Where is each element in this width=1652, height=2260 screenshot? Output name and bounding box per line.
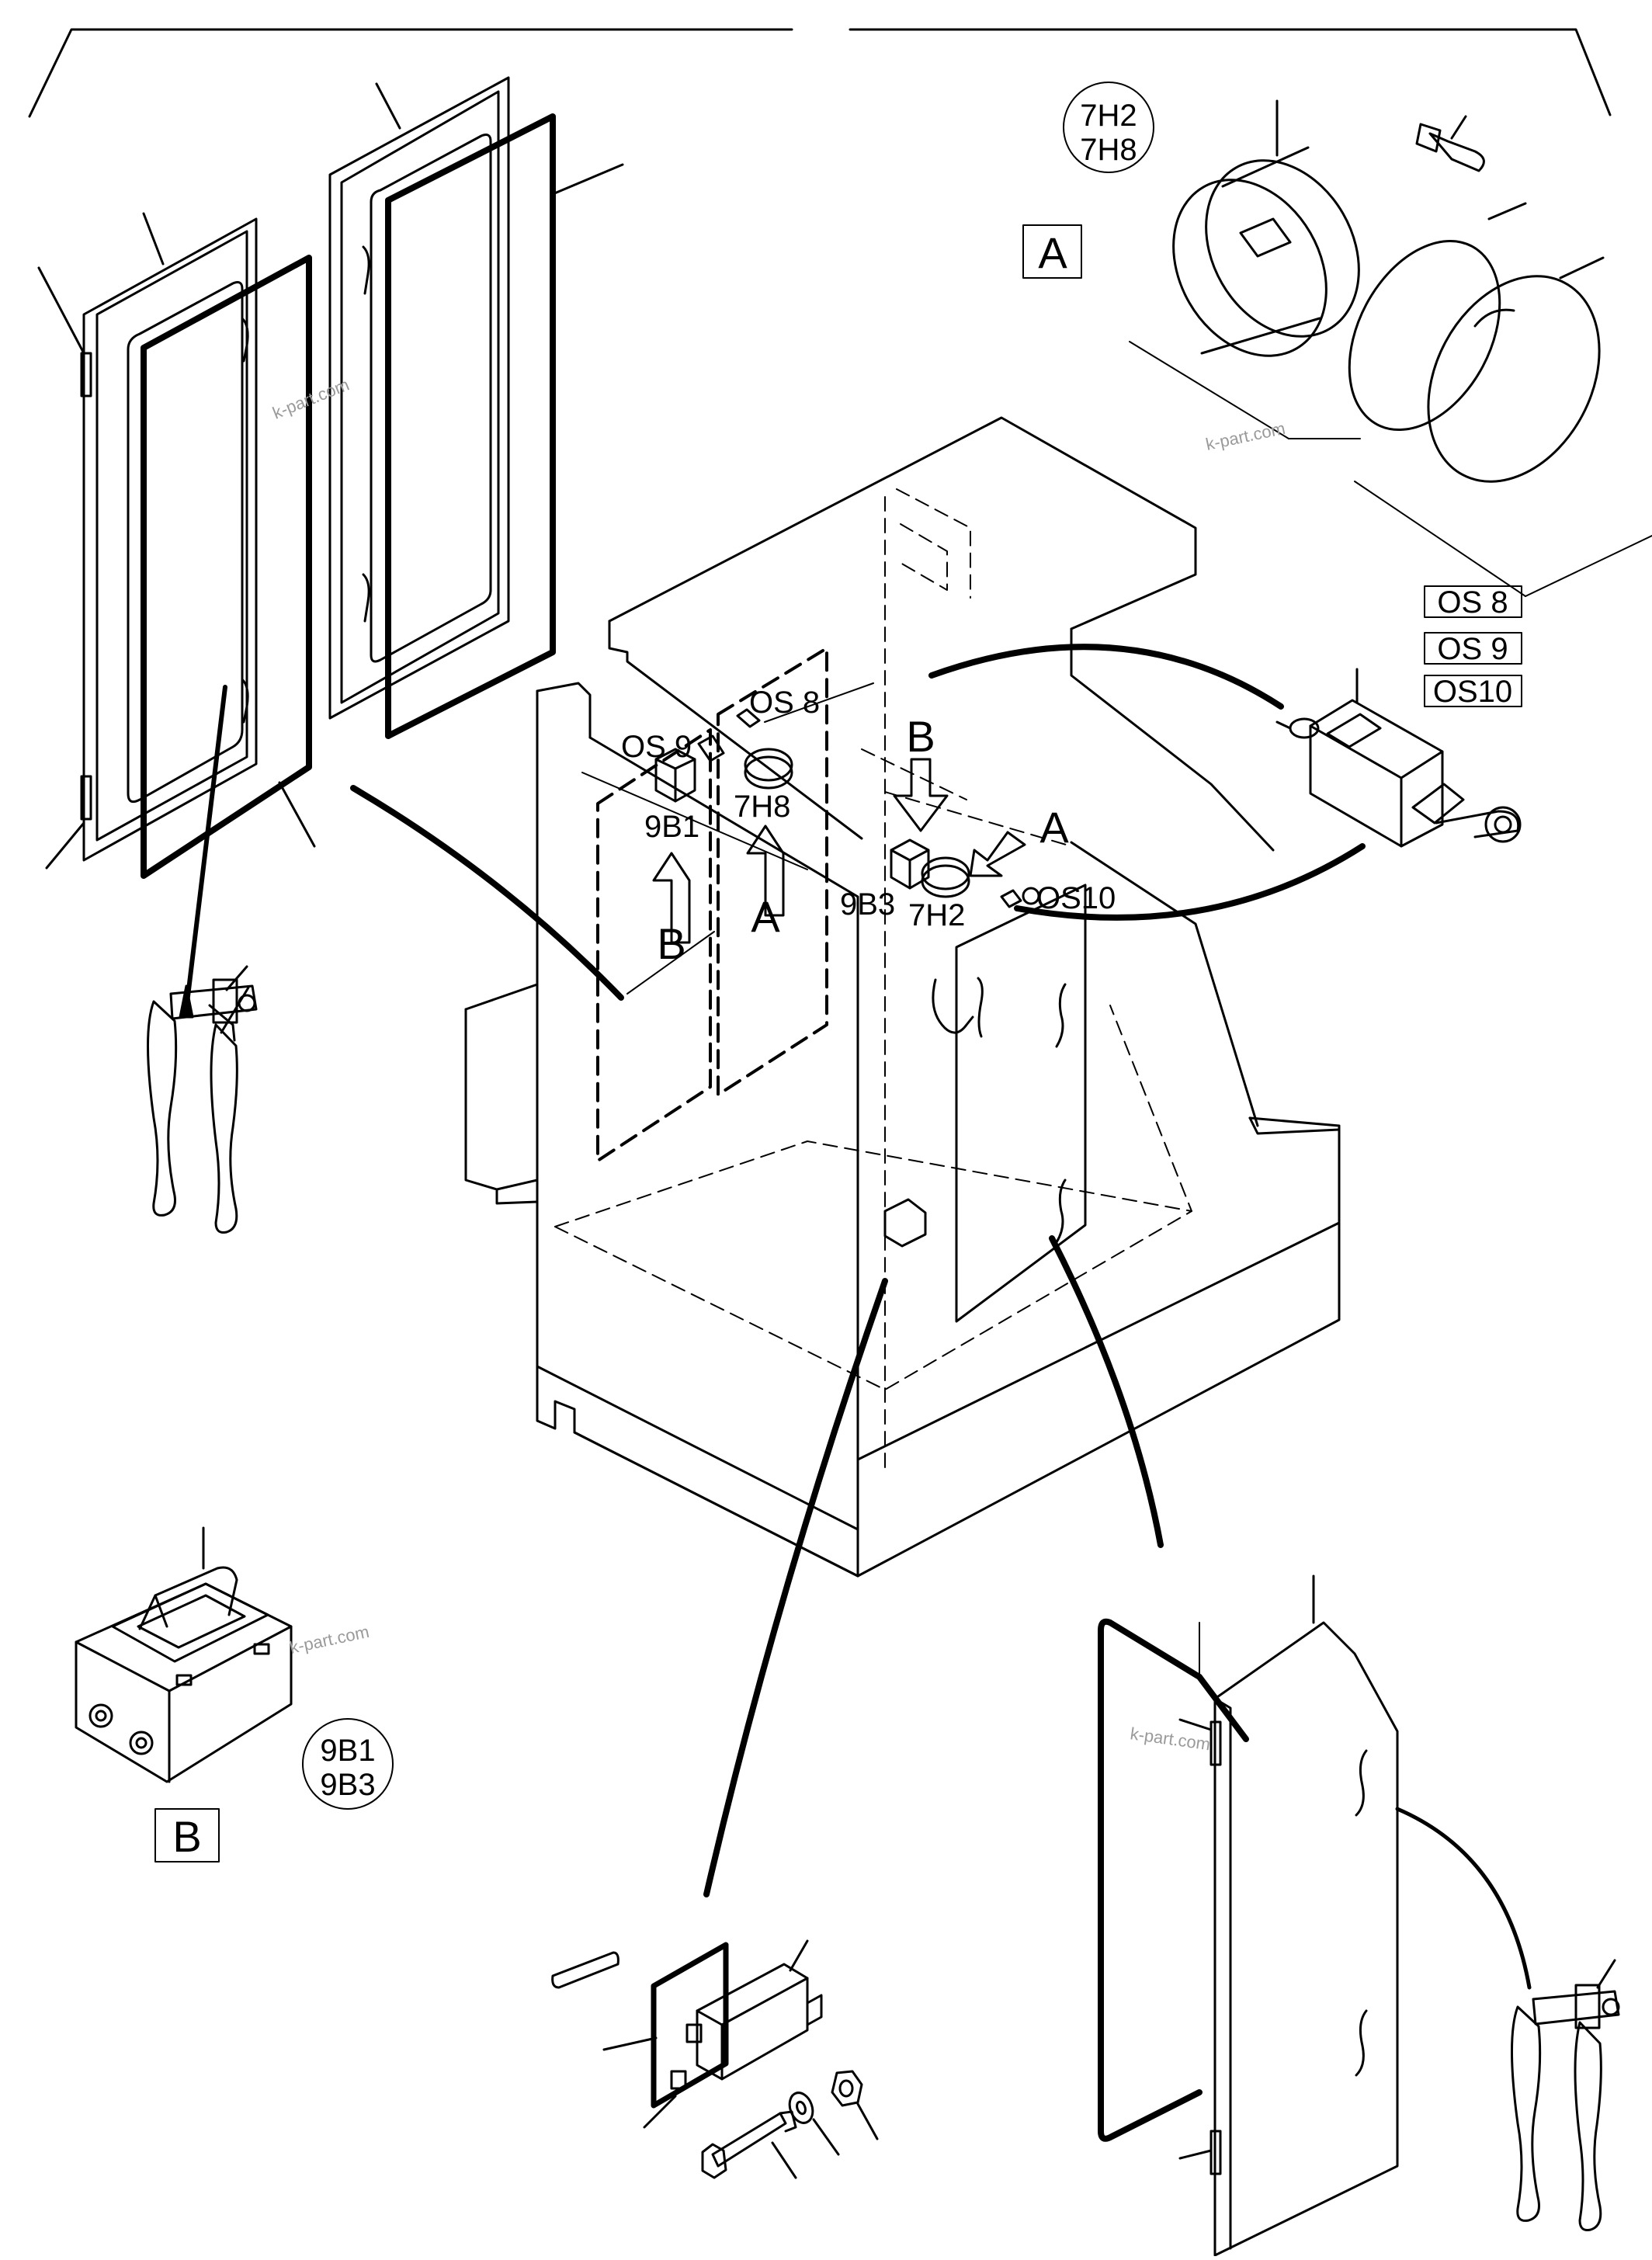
detail-b-labels [154, 1718, 394, 1863]
limit-switch-detail [1275, 668, 1522, 848]
detail-a-circle-text-2: 7H8 [1080, 133, 1137, 167]
detail-a-circle-text-1: 7H2 [1080, 99, 1137, 133]
leader-curve-bottom [703, 1278, 888, 1897]
callout-7h8: 7H8 [734, 790, 790, 824]
detail-b-circle-text-2: 9B3 [320, 1768, 375, 1802]
leader-curve-left-door [350, 785, 624, 1001]
callout-os9: OS 9 [621, 730, 692, 764]
left-gasket-outer [141, 255, 312, 879]
callout-7h2: 7H2 [908, 898, 965, 932]
handle-right [1511, 1959, 1620, 2231]
detail-a-box-letter: A [1038, 228, 1067, 277]
watermark-2: k-part.com [1204, 418, 1287, 454]
leader-curves-right [928, 644, 1366, 921]
os-label-boxes [1424, 585, 1522, 707]
cabinet-body [464, 416, 1341, 1578]
arrow-label-a-left: A [751, 892, 780, 941]
detail-b-box-letter: B [172, 1812, 201, 1861]
callout-9b3: 9B3 [840, 887, 895, 922]
right-door-gasket [1098, 1618, 1249, 2142]
callout-os8: OS 8 [749, 686, 820, 720]
left-gasket-inner [385, 113, 556, 739]
handle-left [147, 685, 258, 1234]
direction-arrows [652, 758, 1026, 944]
arrow-label-b-left: B [657, 919, 685, 968]
right-door-large [1178, 1574, 1532, 2257]
cabinet-right-door [932, 884, 1087, 1323]
detail-a-labels [1022, 82, 1154, 279]
detail-b-rotary-switch [75, 1526, 293, 1783]
callout-os10: OS10 [1036, 881, 1116, 915]
left-door-outer [37, 212, 258, 870]
cabinet-components [654, 708, 1040, 1248]
watermark-4: k-part.com [1129, 1724, 1211, 1754]
arrow-label-a-right: A [1039, 803, 1069, 852]
bracket-detail [551, 1939, 879, 2179]
os10-box-label: OS10 [1433, 675, 1512, 709]
arrow-label-b-right: B [906, 712, 935, 761]
detail-b-circle-text-1: 9B1 [320, 1734, 375, 1768]
os8-box-label: OS 8 [1437, 585, 1508, 620]
os9-box-label: OS 9 [1437, 632, 1508, 666]
leader-curve-right-door [1049, 1235, 1164, 1548]
detail-a-lamp [1129, 99, 1652, 597]
diagram-labels: 7H2 7H8 A OS 8 OS 9 OS10 OS 8 OS 9 9B1 7… [172, 99, 1512, 1861]
top-bracket-lines [28, 28, 1612, 118]
callout-9b1: 9B1 [644, 810, 699, 844]
watermark-3: k-part.com [288, 1622, 371, 1658]
left-door-inner [328, 76, 510, 720]
